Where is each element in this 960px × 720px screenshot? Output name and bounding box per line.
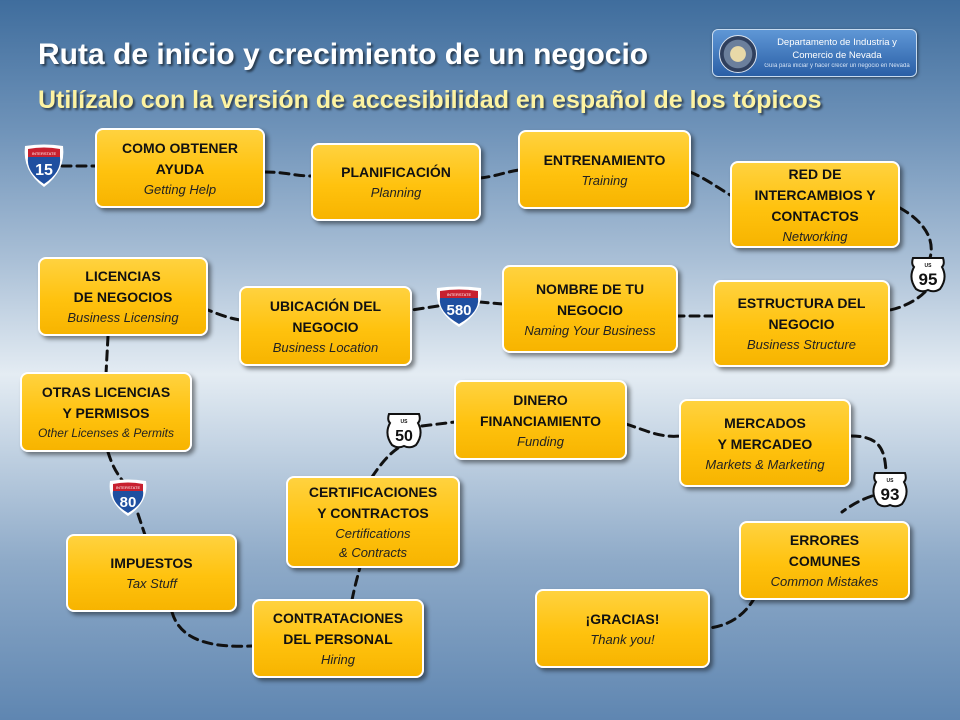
step-contrataciones[interactable]: CONTRATACIONES DEL PERSONAL Hiring [252,599,424,678]
route-segment [106,450,124,482]
step-subtitle: Training [581,172,628,188]
step-dinero[interactable]: DINERO FINANCIAMIENTO Funding [454,380,627,460]
shield-number: 93 [881,485,900,504]
us-highway-shield-icon: US 93 [872,472,908,508]
step-title: RED DE INTERCAMBIOS Y CONTACTOS [754,165,876,224]
step-title: NOMBRE DE TU NEGOCIO [535,280,645,318]
route-segment [206,308,242,322]
step-errores-comunes[interactable]: ERRORES COMUNES Common Mistakes [739,521,910,600]
shield-number: 95 [919,270,938,289]
interstate-shield-icon: INTERSTATE 15 [24,144,64,187]
step-title: PLANIFICACIÓN [341,164,451,180]
route-segment [370,446,400,479]
step-ubicacion-del-negocio[interactable]: UBICACIÓN DEL NEGOCIO Business Location [239,286,412,366]
step-licencias-de-negocios[interactable]: LICENCIAS DE NEGOCIOS Business Licensing [38,257,208,336]
step-subtitle: Other Licenses & Permits [37,425,175,440]
route-segment [478,168,521,180]
us-highway-shield-icon: US 50 [386,413,422,449]
route-segment [420,420,457,428]
step-subtitle: Hiring [321,652,355,667]
step-nombre-de-tu-negocio[interactable]: NOMBRE DE TU NEGOCIO Naming Your Busines… [502,265,678,353]
step-subtitle: Certifications & Contracts [335,526,411,560]
shield-number: 50 [395,428,413,445]
step-subtitle: Business Location [272,339,379,355]
route-segment [136,512,147,537]
route-segment [888,290,927,312]
step-red-de-intercambios[interactable]: RED DE INTERCAMBIOS Y CONTACTOS Networki… [730,161,900,248]
shield-number: 15 [35,162,53,179]
route-segment [350,565,362,602]
route-segment [898,206,933,260]
step-title: IMPUESTOS [110,555,193,571]
step-certificaciones[interactable]: CERTIFICACIONES Y CONTRACTOS Certificati… [286,476,460,568]
route-segment [688,170,734,198]
step-title: OTRAS LICENCIAS Y PERMISOS [41,383,171,421]
step-subtitle: Markets & Marketing [705,456,825,472]
route-segment [624,422,682,438]
route-segment [104,334,110,376]
route-segment [849,434,888,474]
route-segment [170,610,254,648]
step-subtitle: Business Structure [746,337,857,352]
step-impuestos[interactable]: IMPUESTOS Tax Stuff [66,534,237,612]
shield-label: INTERSTATE [32,151,57,156]
step-estructura-del-negocio[interactable]: ESTRUCTURA DEL NEGOCIO Business Structur… [713,280,890,367]
step-title: CONTRATACIONES DEL PERSONAL [272,610,404,647]
step-subtitle: Thank you! [590,631,655,647]
step-title: UBICACIÓN DEL NEGOCIO [269,297,382,335]
page-title: Ruta de inicio y crecimiento de un negoc… [38,38,649,71]
shield-label: US [925,263,933,269]
step-entrenamiento[interactable]: ENTRENAMIENTO Training [518,130,691,209]
step-title: ESTRUCTURA DEL NEGOCIO [737,295,866,332]
step-title: ENTRENAMIENTO [543,151,666,168]
step-gracias[interactable]: ¡GRACIAS! Thank you! [535,589,710,668]
us-highway-shield-icon: US 95 [910,257,946,293]
step-title: ¡GRACIAS! [585,610,660,627]
step-title: COMO OBTENER AYUDA [122,139,238,177]
route-segment [263,170,314,178]
step-title: ERRORES COMUNES [788,532,861,569]
step-subtitle: Common Mistakes [770,574,879,589]
step-title: CERTIFICACIONES Y CONTRACTOS [308,484,438,521]
nevada-seal-icon [719,35,757,73]
shield-label: US [887,478,895,484]
route-segment [708,595,757,630]
step-title: LICENCIAS DE NEGOCIOS [73,268,173,305]
shield-label: INTERSTATE [116,485,141,490]
step-planificacion[interactable]: PLANIFICACIÓN Planning [311,143,481,221]
step-subtitle: Funding [517,433,564,449]
route-segment [840,494,874,514]
shield-label: INTERSTATE [447,292,472,297]
interstate-shield-icon: INTERSTATE 80 [109,479,147,516]
step-subtitle: Tax Stuff [126,576,177,591]
step-subtitle: Naming Your Business [524,322,656,338]
step-subtitle: Getting Help [143,181,217,197]
step-mercados[interactable]: MERCADOS Y MERCADEO Markets & Marketing [679,399,851,487]
page-subtitle: Utilízalo con la versión de accesibilida… [38,86,822,114]
step-title: DINERO FINANCIAMIENTO [479,391,602,429]
department-tagline: Guía para iniciar y hacer crecer un nego… [764,63,910,69]
route-segment [478,300,505,306]
route-segment [410,304,440,312]
step-subtitle: Business Licensing [67,310,179,325]
shield-number: 580 [446,302,471,319]
interstate-shield-icon: INTERSTATE 580 [436,286,482,327]
step-subtitle: Planning [370,185,422,200]
shield-number: 80 [120,494,137,511]
department-logo-badge[interactable]: Departamento de Industria y Comercio de … [712,29,917,77]
department-name: Departamento de Industria y Comercio de … [777,37,897,61]
step-como-obtener-ayuda[interactable]: COMO OBTENER AYUDA Getting Help [95,128,265,208]
step-subtitle: Networking [782,228,848,244]
step-title: MERCADOS Y MERCADEO [717,414,813,452]
step-otras-licencias[interactable]: OTRAS LICENCIAS Y PERMISOS Other License… [20,372,192,452]
shield-label: US [401,419,409,425]
